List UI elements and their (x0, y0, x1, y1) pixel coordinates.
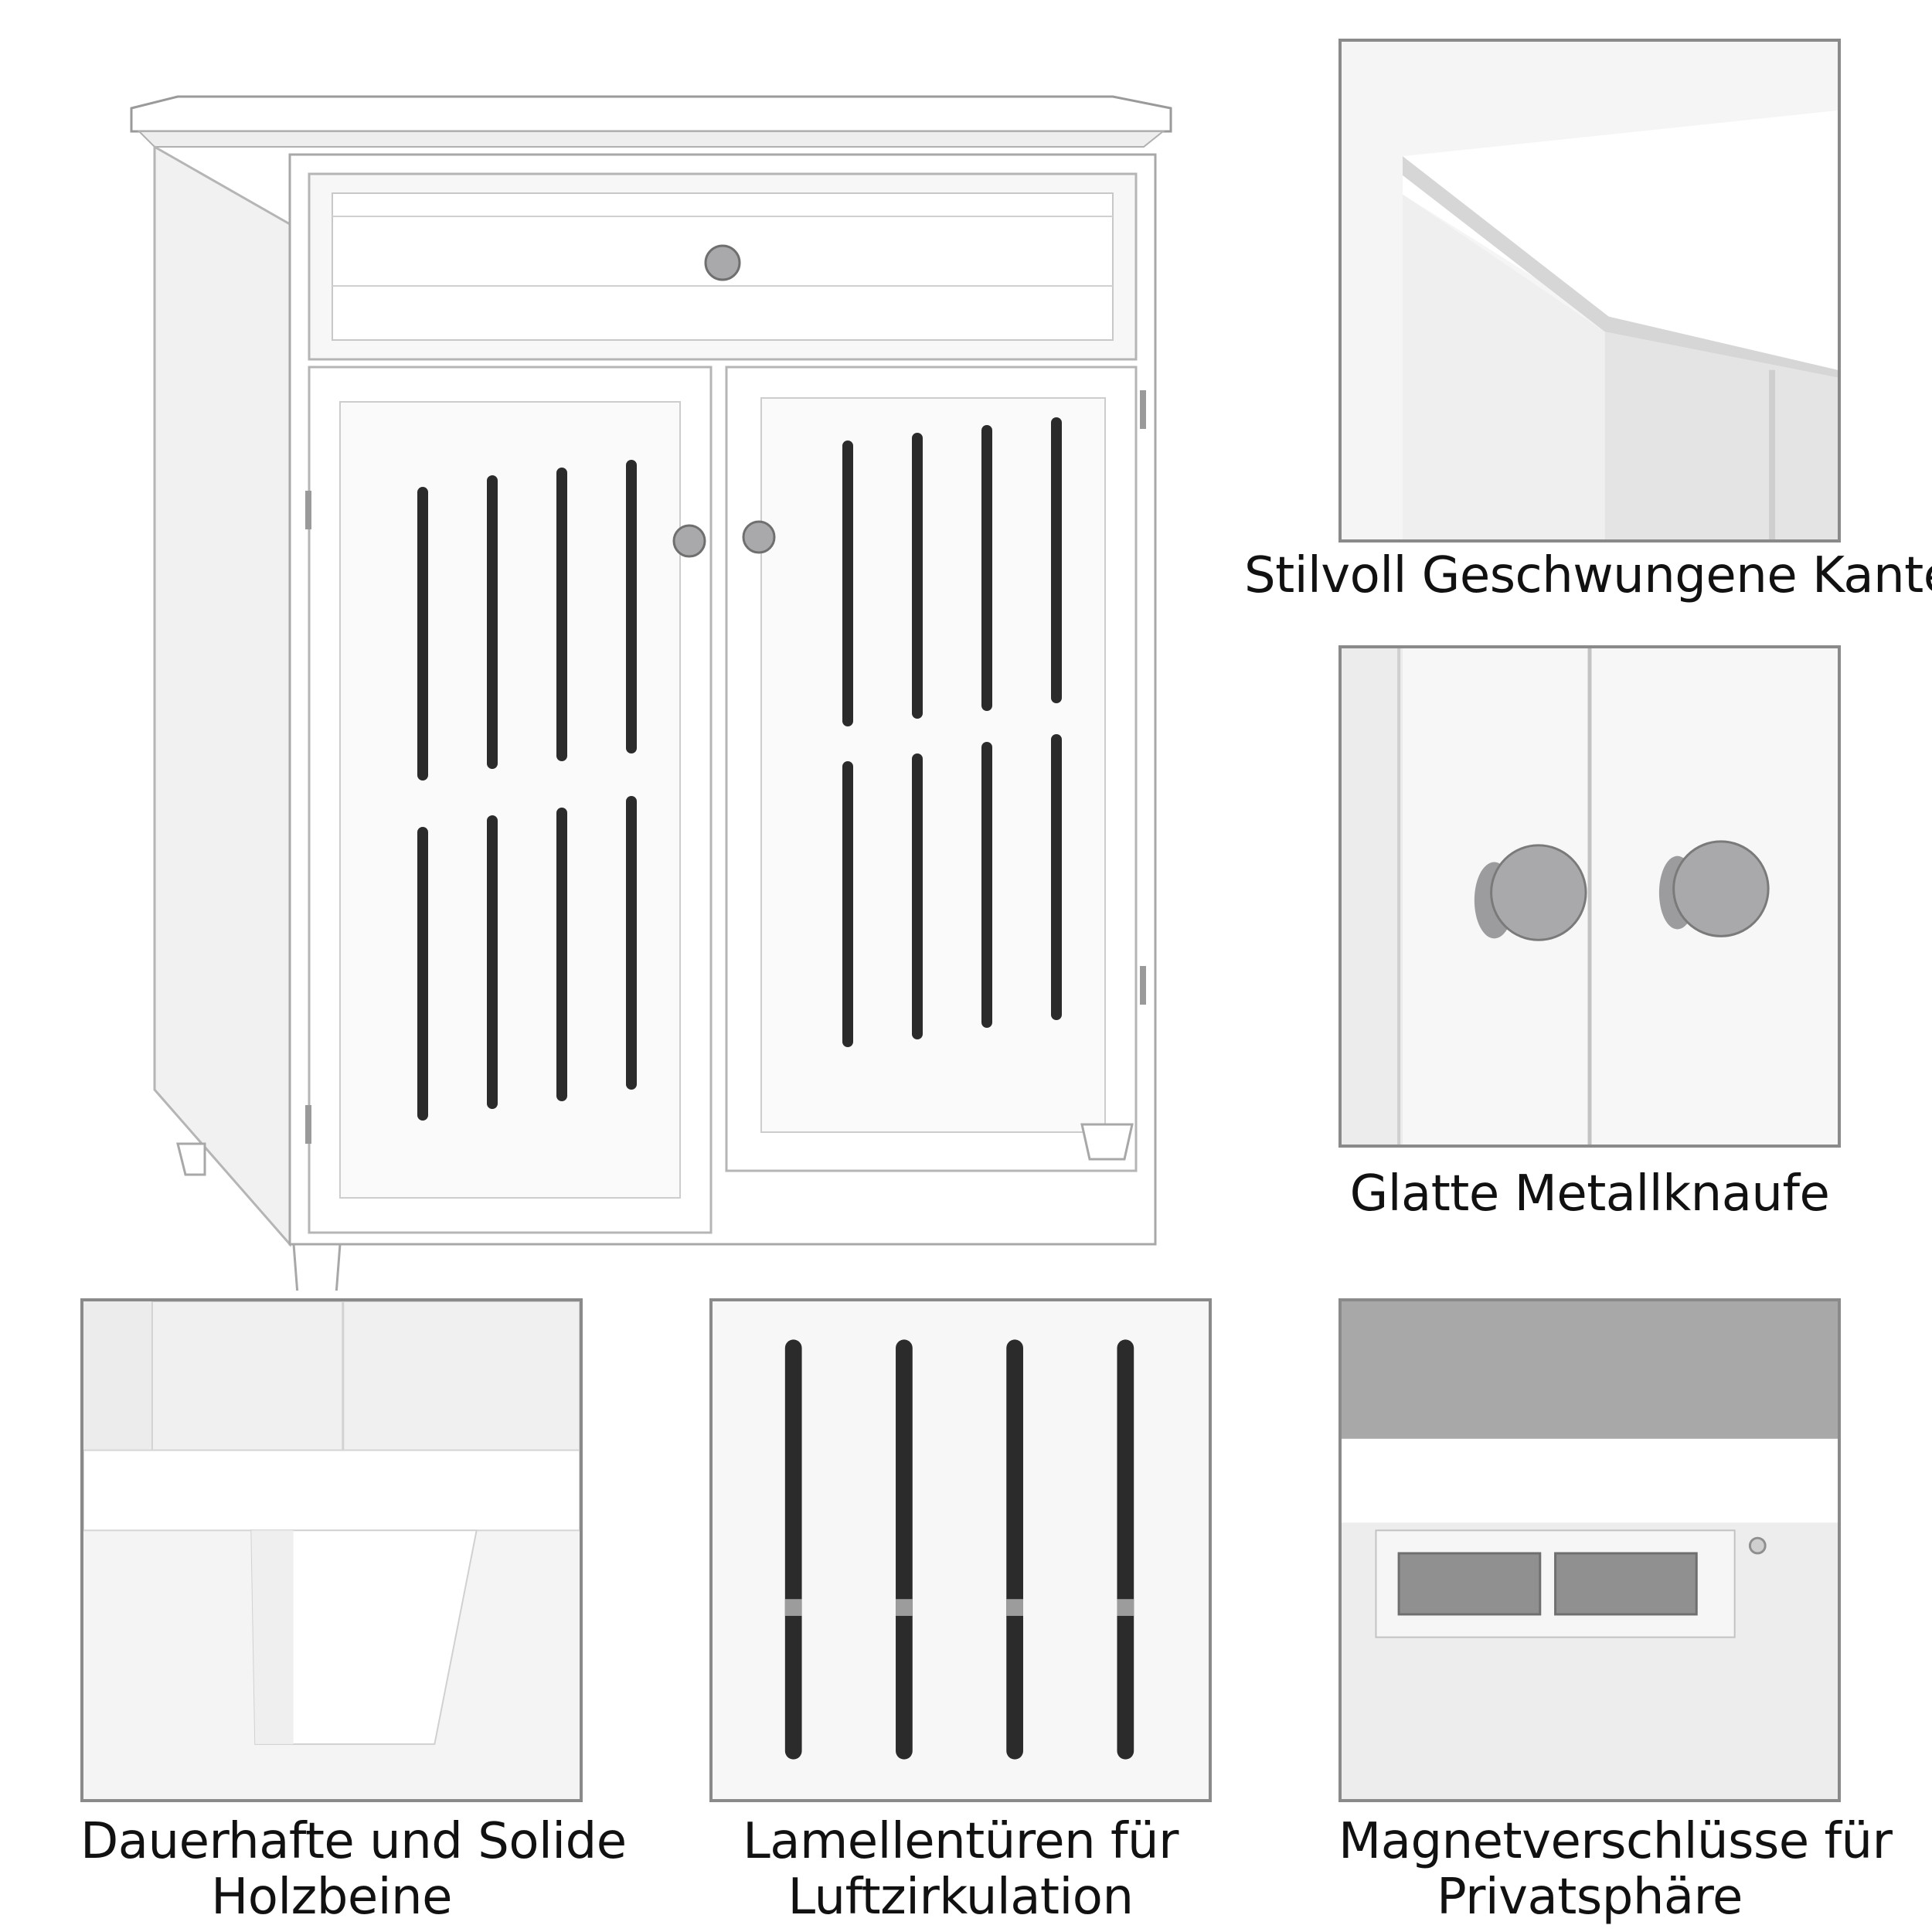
legs-caption: Dauerhafte und Solide Holzbeine (80, 1813, 627, 1926)
legs-caption-line-2: Holzbeine (211, 1868, 452, 1926)
main-cabinet-image (108, 23, 1206, 1291)
knobs-detail-frame (1338, 645, 1841, 1148)
magnets-detail-image (1342, 1301, 1838, 1799)
magnets-caption-line-1: Magnetverschlüsse für (1338, 1813, 1893, 1870)
magnets-caption: Magnetverschlüsse für Privatsphäre (1338, 1813, 1893, 1926)
louvers-detail-frame (709, 1298, 1212, 1802)
louvers-caption-line-2: Luftzirkulation (787, 1868, 1134, 1926)
louvers-caption-line-1: Lamellentüren für (743, 1813, 1179, 1870)
magnets-caption-line-2: Privatsphäre (1437, 1868, 1743, 1926)
legs-caption-line-1: Dauerhafte und Solide (80, 1813, 627, 1870)
louvers-caption: Lamellentüren für Luftzirkulation (709, 1813, 1212, 1926)
edges-detail-frame (1338, 39, 1841, 543)
magnets-detail-frame (1338, 1298, 1841, 1802)
louvers-detail-image (713, 1301, 1209, 1799)
legs-detail-frame (80, 1298, 583, 1802)
legs-detail-image (83, 1301, 580, 1799)
knobs-caption: Glatte Metallknaufe (1349, 1165, 1830, 1223)
knobs-detail-image (1342, 648, 1838, 1145)
edges-caption: Stilvoll Geschwungene Kanten (1244, 547, 1932, 604)
cabinet-illustration (130, 95, 1172, 1291)
edges-detail-image (1342, 42, 1838, 539)
